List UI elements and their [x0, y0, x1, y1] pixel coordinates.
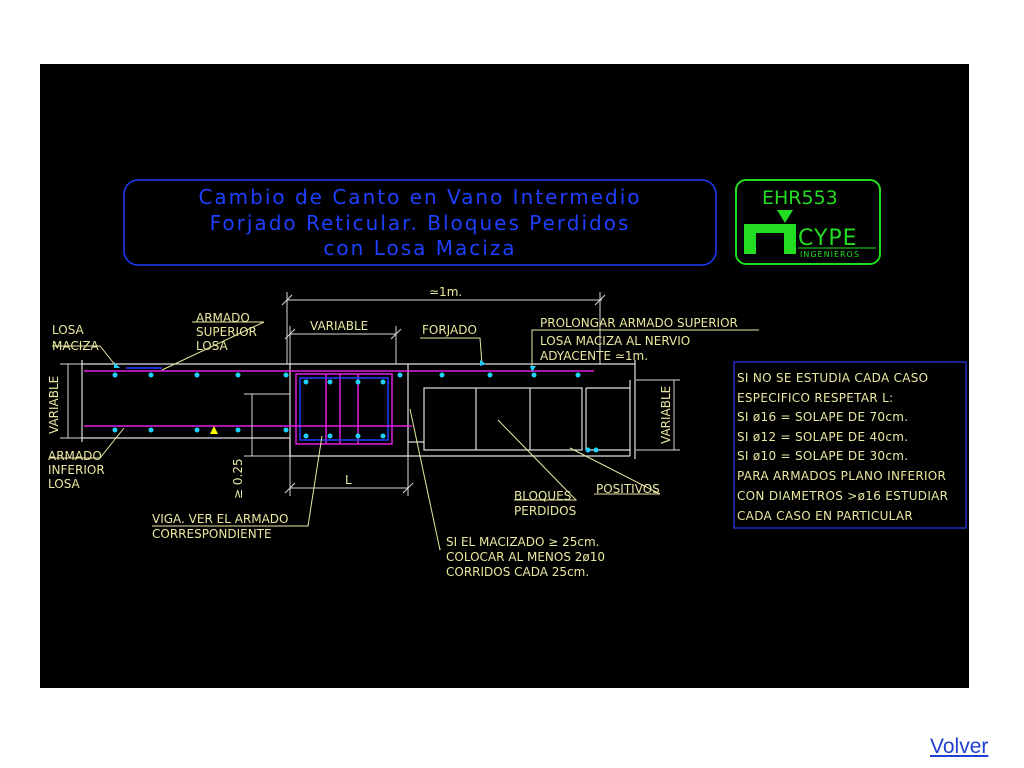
label-prolongar-3: ADYACENTE ≃1m. — [540, 349, 648, 363]
note-line: SI ø16 = SOLAPE DE 70cm. — [737, 410, 908, 424]
rebars — [84, 370, 594, 427]
notes-frame — [733, 361, 967, 529]
label-positivos: POSITIVOS — [596, 482, 660, 496]
label-viga-2: CORRESPONDIENTE — [152, 527, 272, 541]
label-viga-1: VIGA. VER EL ARMADO — [152, 512, 289, 526]
rebar-dots — [112, 372, 599, 453]
label-armado-inf-2: INFERIOR — [48, 463, 105, 477]
note-line: SI NO SE ESTUDIA CADA CASO — [737, 371, 928, 385]
logo-bar-icon — [744, 224, 796, 233]
variable-top-dimension: VARIABLE — [284, 319, 402, 364]
logo-triangle-icon — [777, 210, 793, 223]
note-line: PARA ARMADOS PLANO INFERIOR — [737, 469, 946, 483]
note-line: SI ø10 = SOLAPE DE 30cm. — [737, 449, 908, 463]
logo-frame — [735, 179, 881, 265]
beam-inner-stirrups — [299, 377, 389, 441]
cad-detail-drawing: Cambio de Canto en Vano Intermedio Forja… — [47, 179, 967, 579]
label-dim-L: L — [345, 473, 352, 487]
logo-subtitle: INGENIEROS — [800, 250, 860, 259]
label-losa: LOSA — [52, 323, 85, 337]
label-armado-inf-1: ARMADO — [48, 449, 102, 463]
top-dimension: ≃1m. — [281, 285, 606, 364]
dim-025: ≥ 0.25 — [231, 393, 290, 499]
label-maciza: MACIZA — [52, 339, 99, 353]
notes-box: SI NO SE ESTUDIA CADA CASO ESPECIFICO RE… — [733, 361, 967, 529]
label-forjado: FORJADO — [422, 323, 477, 337]
labels-group: LOSA MACIZA ARMADO SUPERIOR LOSA FORJADO… — [48, 311, 738, 579]
label-prolongar-2: LOSA MACIZA AL NERVIO — [540, 334, 690, 348]
title-line-2: Forjado Reticular. Bloques Perdidos — [210, 211, 631, 235]
label-armado-sup-1: ARMADO — [196, 311, 250, 325]
logo-leg-right-icon — [784, 224, 796, 254]
leader-lines — [50, 321, 759, 551]
dim-L: L — [284, 456, 414, 496]
label-approx-1m: ≃1m. — [429, 285, 462, 299]
leader-arrows — [114, 360, 536, 372]
label-variable-left: VARIABLE — [47, 376, 61, 434]
label-bloques-1: BLOQUES — [514, 489, 571, 503]
cype-logo: EHR553 CYPE INGENIEROS — [735, 179, 881, 265]
title-line-3: con Losa Maciza — [323, 236, 516, 260]
cad-drawing-panel: Cambio de Canto en Vano Intermedio Forja… — [40, 64, 969, 688]
logo-code: EHR553 — [762, 187, 838, 209]
variable-left-dimension: VARIABLE — [47, 363, 84, 439]
label-armado-sup-2: SUPERIOR — [196, 325, 257, 339]
label-armado-inf-3: LOSA — [48, 477, 81, 491]
title-line-1: Cambio de Canto en Vano Intermedio — [198, 185, 641, 209]
concrete-section — [81, 360, 636, 459]
note-line: SI ø12 = SOLAPE DE 40cm. — [737, 430, 908, 444]
label-bloques-2: PERDIDOS — [514, 504, 576, 518]
note-line: CADA CASO EN PARTICULAR — [737, 509, 913, 523]
logo-brand: CYPE — [798, 226, 858, 251]
label-dim-025: ≥ 0.25 — [231, 458, 245, 499]
label-macizado-3: CORRIDOS CADA 25cm. — [446, 565, 589, 579]
note-line: ESPECIFICO RESPETAR L: — [737, 391, 893, 405]
back-link[interactable]: Volver — [930, 735, 989, 758]
variable-right-dimension: VARIABLE — [636, 379, 680, 451]
logo-leg-left-icon — [744, 224, 756, 254]
note-line: CON DIAMETROS >ø16 ESTUDIAR — [737, 489, 948, 503]
label-macizado-1: SI EL MACIZADO ≥ 25cm. — [446, 535, 600, 549]
title-frame — [123, 179, 717, 266]
warning-triangle-icon — [210, 426, 218, 434]
beam-stirrups — [295, 373, 393, 445]
label-variable-right: VARIABLE — [659, 386, 673, 444]
label-prolongar-1: PROLONGAR ARMADO SUPERIOR — [540, 316, 738, 330]
label-armado-sup-3: LOSA — [196, 339, 229, 353]
title-block: Cambio de Canto en Vano Intermedio Forja… — [123, 179, 717, 266]
label-variable-top: VARIABLE — [310, 319, 368, 333]
label-macizado-2: COLOCAR AL MENOS 2ø10 — [446, 550, 605, 564]
